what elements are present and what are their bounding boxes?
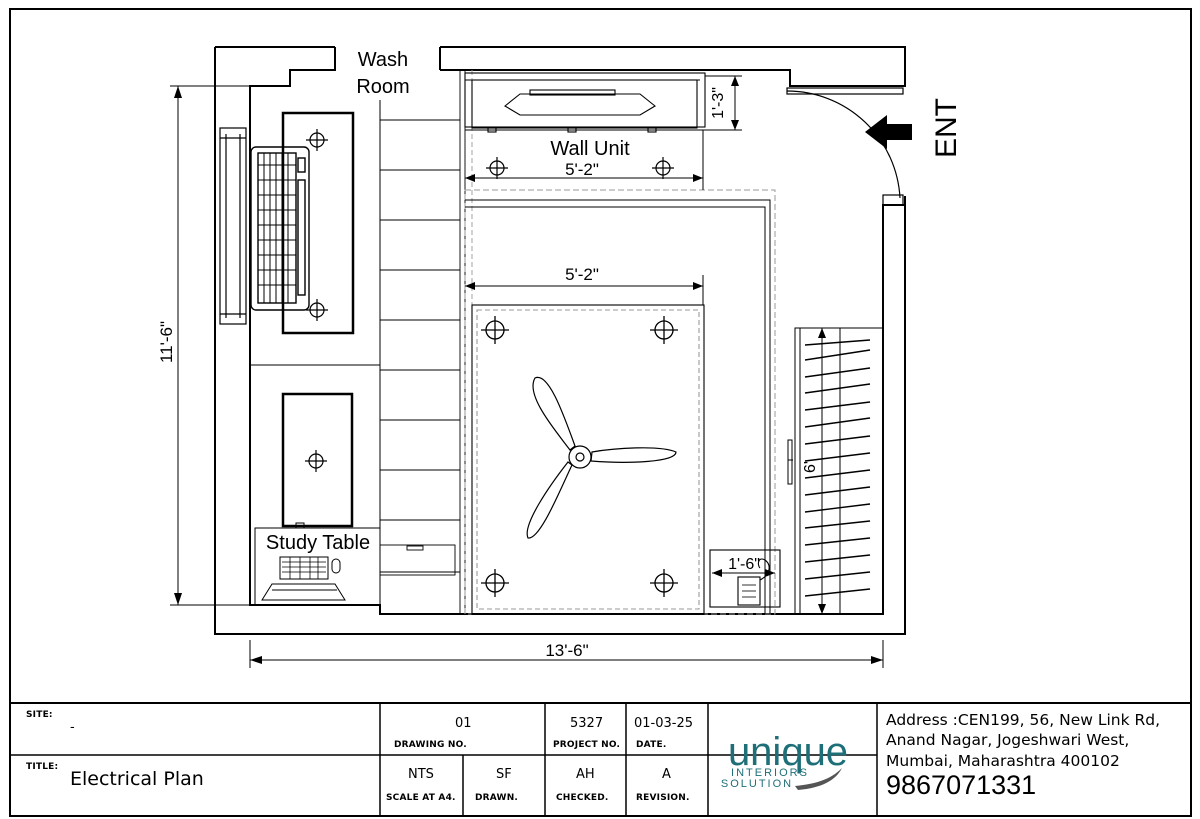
partition-shelves [379, 70, 473, 614]
tv-wall-unit [464, 72, 706, 133]
wash-room-label: Room [356, 76, 409, 98]
panel-lower-left [281, 392, 354, 528]
light-point-icon [651, 156, 675, 180]
dimension-lines [170, 75, 884, 668]
light-point-icon [485, 156, 509, 180]
light-point-icon [649, 315, 679, 345]
light-point-icon [480, 315, 510, 345]
study-table-label: Study Table [266, 532, 370, 554]
dim-side-unit: 1'-6" [728, 556, 760, 573]
entry-arrow-icon [865, 115, 912, 149]
checked-value: AH [576, 767, 595, 782]
drawing-no-label: DRAWING NO. [394, 740, 467, 750]
date-label: DATE. [636, 740, 667, 750]
bed [471, 304, 705, 615]
light-point-icon [480, 568, 510, 598]
address-line-2: Anand Nagar, Jogeshwari West, [886, 731, 1130, 749]
project-no-value: 5327 [570, 716, 604, 731]
drawn-label: DRAWN. [475, 793, 519, 803]
title-block-grid [10, 703, 878, 816]
company-logo: unique INTERIORS SOLUTION [721, 730, 848, 790]
dim-wardrobe: 6' [802, 461, 819, 473]
dim-wall-unit: 5'-2" [565, 160, 599, 179]
entrance-label: ENT [930, 98, 963, 158]
drawing-no-value: 01 [455, 716, 472, 731]
light-point-icon [305, 128, 329, 152]
wall-unit-label: Wall Unit [550, 138, 630, 160]
title-label: TITLE: [26, 762, 59, 772]
light-point-icon [304, 449, 328, 473]
light-point-icon [649, 568, 679, 598]
dim-width: 13'-6" [545, 641, 588, 660]
dim-tv-depth: 1'-3" [710, 87, 727, 119]
window [219, 127, 247, 325]
sheet-border [9, 8, 1192, 817]
air-conditioner [250, 146, 310, 311]
svg-text:SOLUTION: SOLUTION [721, 778, 793, 790]
phone-number: 9867071331 [886, 770, 1037, 800]
dim-bed-width: 5'-2" [565, 265, 599, 284]
scale-value: NTS [408, 767, 434, 782]
project-no-label: PROJECT NO. [553, 740, 621, 750]
svg-text:unique: unique [728, 730, 848, 774]
date-value: 01-03-25 [634, 716, 694, 731]
bed-outline [464, 189, 776, 615]
checked-label: CHECKED. [556, 793, 609, 803]
ceiling-fan-icon [526, 376, 677, 539]
drawing-title: Electrical Plan [70, 768, 204, 790]
wash-room-label: Wash [358, 49, 408, 71]
address-line-1: Address :CEN199, 56, New Link Rd, [886, 711, 1161, 729]
address-line-3: Mumbai, Maharashtra 400102 [886, 752, 1120, 770]
scale-label: SCALE AT A4. [386, 793, 456, 803]
entrance-door [786, 87, 904, 206]
drawn-value: SF [496, 767, 512, 782]
dim-height: 11'-6" [157, 321, 176, 363]
dimension-arrows [174, 76, 883, 664]
revision-label: REVISION. [636, 793, 690, 803]
panel-upper-left [281, 111, 355, 335]
wardrobe [787, 327, 884, 615]
site-value: - [70, 720, 75, 735]
site-label: SITE: [26, 710, 53, 720]
revision-value: A [662, 767, 671, 782]
svg-text:INTERIORS: INTERIORS [731, 767, 809, 779]
